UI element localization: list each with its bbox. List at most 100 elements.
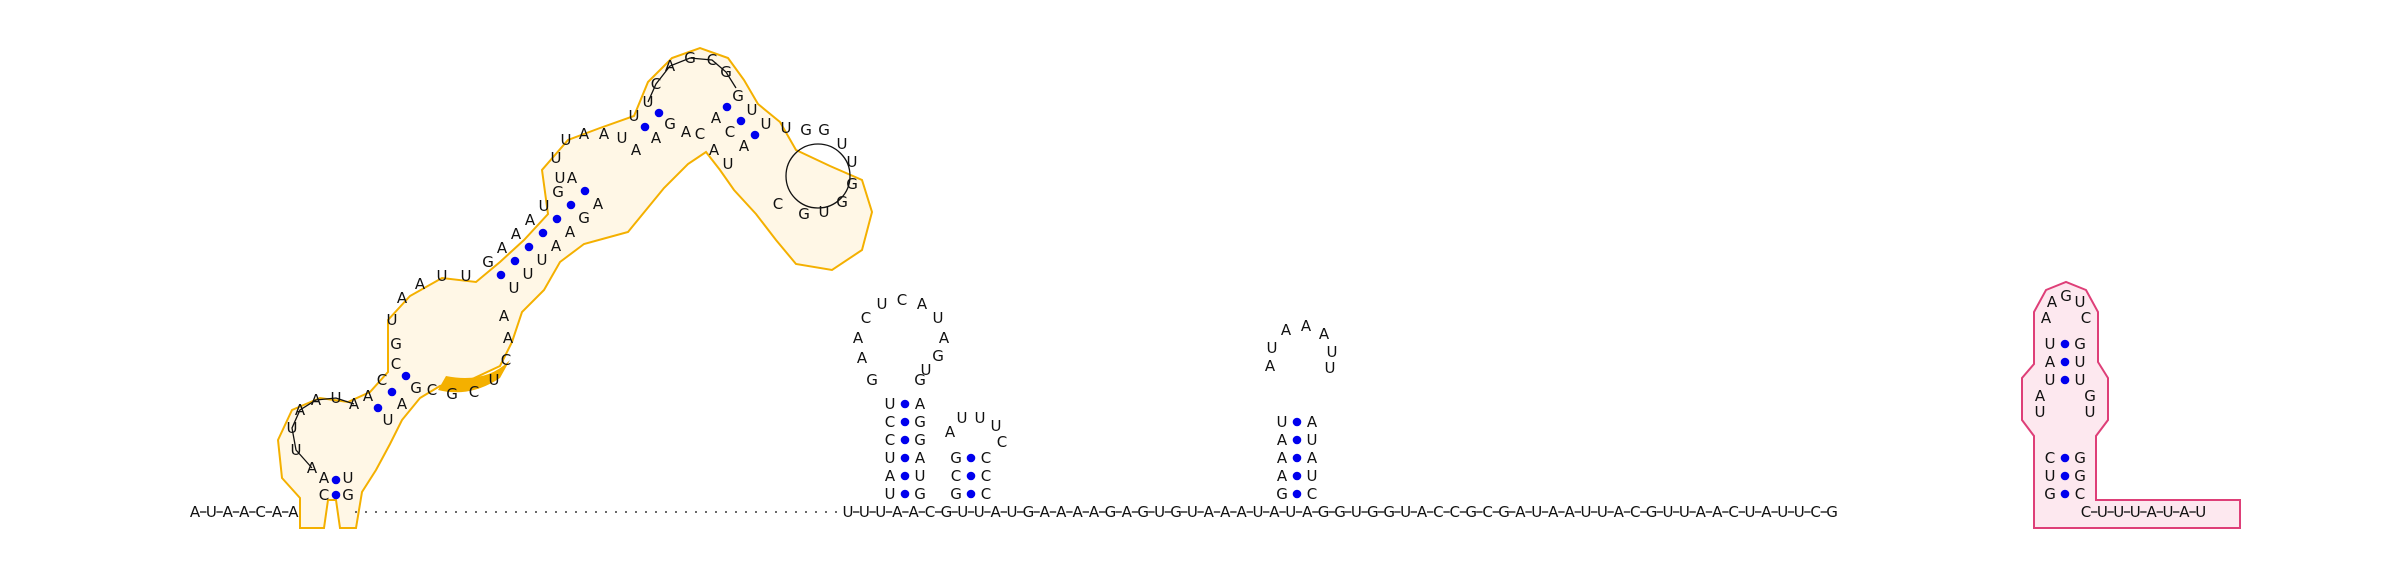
stem-nucleotide: A [397,395,408,413]
base-pair-dot [552,214,562,224]
outer-nucleotide: A [223,503,234,521]
stem-nucleotide: U [523,265,534,283]
internal-loop-nucleotide: U [2035,403,2046,421]
stem-nucleotide: U [2075,353,2086,371]
stem-nucleotide: G [552,183,564,201]
base-pair-dot [900,435,910,445]
stem-nucleotide: U [1307,467,1318,485]
loop-nucleotide: U [331,389,342,407]
outer-nucleotide: U [1777,503,1788,521]
hairpin-loop-nucleotide: A [939,329,950,347]
hairpin-loop-nucleotide: U [975,409,986,427]
stem-nucleotide: G [664,115,676,133]
stem-nucleotide: U [915,467,926,485]
outer-nucleotide: U [1253,503,1264,521]
outer-nucleotide: C [1728,503,1738,521]
outer-nucleotide: A [1236,503,1247,521]
loop-nucleotide: U [291,441,302,459]
outer-nucleotide: A [239,503,250,521]
base-pair-dot [524,242,534,252]
stem-nucleotide: A [511,225,522,243]
hairpin-loop-nucleotide: U [991,417,1002,435]
stem-nucleotide: C [1307,485,1317,503]
stem-nucleotide: G [2044,485,2056,503]
base-pair-dot [510,256,520,266]
internal-loop-nucleotide: A [2035,387,2046,405]
base-pair-dot [1292,453,1302,463]
multiloop-nucleotide: A [397,289,408,307]
outer-nucleotide: C [1450,503,1460,521]
hairpin-loop-nucleotide: G [836,193,848,211]
hairpin-loop-nucleotide: U [1325,359,1336,377]
hairpin-loop-nucleotide: C [997,433,1007,451]
stem-nucleotide: U [885,449,896,467]
stem-nucleotide: C [725,123,735,141]
stem-nucleotide: A [1307,449,1318,467]
base-pair-dot [750,130,760,140]
stem-nucleotide: U [2075,371,2086,389]
base-pair-dot [387,387,397,397]
hairpin-loop-nucleotide: C [651,75,661,93]
outer-nucleotide: U [1581,503,1592,521]
hairpin-loop-nucleotide: U [847,153,858,171]
outer-nucleotide: A [190,503,201,521]
multiloop-nucleotide: C [427,381,437,399]
stem-nucleotide: C [2045,449,2055,467]
base-pair-dot [900,453,910,463]
stem-nucleotide: A [1277,449,1288,467]
base-pair-dot [640,122,650,132]
hairpin-loop-nucleotide: U [837,135,848,153]
outer-nucleotide: U [974,503,985,521]
hairpin-loop-nucleotide: U [933,309,944,327]
loop-nucleotide: A [631,141,642,159]
stem-nucleotide: A [593,195,604,213]
multiloop-nucleotide: G [390,335,402,353]
stem-nucleotide: U [1277,413,1288,431]
stem-nucleotide: A [2045,353,2056,371]
stem-nucleotide: U [885,395,896,413]
multiloop-nucleotide: U [461,267,472,285]
stem-nucleotide: A [885,467,896,485]
hairpin-loop-nucleotide: A [853,329,864,347]
stem-nucleotide: G [2074,335,2086,353]
outer-nucleotide: G [1465,503,1477,521]
outer-nucleotide: A [1056,503,1067,521]
hairpin-loop-nucleotide: U [921,361,932,379]
base-pair-dot [900,489,910,499]
outer-nucleotide: G [1105,503,1117,521]
stem-nucleotide: U [885,485,896,503]
base-pair-dot [2060,357,2070,367]
outer-nucleotide: U [1154,503,1165,521]
outer-nucleotide: U [1597,503,1608,521]
base-pair-dot [1292,417,1302,427]
hairpin-loop-nucleotide: U [2075,293,2086,311]
outer-nucleotide: C [255,503,265,521]
hairpin-loop-nucleotide: C [707,51,717,69]
stem-nucleotide: C [981,467,991,485]
outer-nucleotide: G [941,503,953,521]
outer-nucleotide: U [1285,503,1296,521]
outer-nucleotide: C [2081,503,2091,521]
stem-nucleotide: G [732,87,744,105]
interior-nucleotide: C [695,125,705,143]
outer-nucleotide: G [1367,503,1379,521]
outer-nucleotide: A [1515,503,1526,521]
stem-nucleotide: C [391,355,401,373]
base-pair-dot [496,270,506,280]
outer-nucleotide: A [272,503,283,521]
hairpin-loop-nucleotide: C [773,195,783,213]
stem-nucleotide: A [1277,467,1288,485]
outer-nucleotide: U [2130,503,2141,521]
hairpin-loop-nucleotide: A [665,57,676,75]
outer-nucleotide: A [1040,503,1051,521]
outer-nucleotide: U [957,503,968,521]
outer-nucleotide: A [1548,503,1559,521]
outer-nucleotide: U [1400,503,1411,521]
stem-nucleotide: A [525,211,536,229]
outer-nucleotide: U [875,503,886,521]
base-pair-layer [331,102,2070,500]
multiloop-nucleotide: C [469,383,479,401]
base-pair-dot [654,108,664,118]
hairpin-loop-nucleotide: A [857,349,868,367]
stem-nucleotide: U [1307,431,1318,449]
